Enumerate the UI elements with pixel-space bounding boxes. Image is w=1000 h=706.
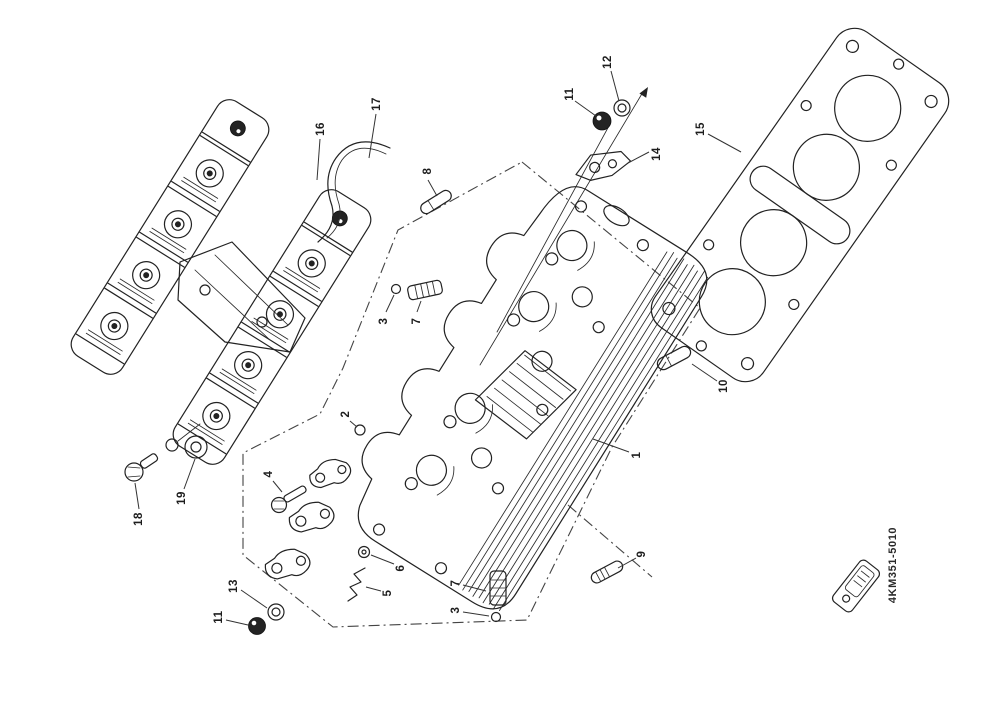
o-ring-3-bottom [490, 611, 502, 623]
part-label-3-bottom: 3 [450, 606, 462, 614]
leader-line-9 [617, 557, 637, 569]
part-label-7-bottom: 7 [450, 579, 462, 587]
rocker-arms [264, 458, 352, 580]
part-label-10: 10 [718, 379, 730, 393]
leader-line-6 [370, 554, 395, 565]
leader-line-18 [134, 482, 140, 510]
part-label-1: 1 [631, 451, 643, 459]
bolt-4 [270, 485, 307, 514]
leader-lines [134, 70, 742, 626]
camshaft-assembly-illustration [70, 99, 391, 465]
leader-line-15 [707, 133, 742, 153]
part-label-19: 19 [176, 491, 188, 505]
head-gasket-illustration [650, 27, 950, 383]
leader-line-2 [349, 420, 358, 428]
part-label-7-top: 7 [411, 317, 423, 325]
chain-guide-strip [317, 141, 391, 243]
leader-line-11-top [574, 100, 597, 117]
leader-line-19 [183, 458, 196, 490]
cooling-fins [458, 251, 709, 612]
o-ring-3-top [390, 283, 402, 295]
leader-line-16 [316, 138, 321, 181]
cam-chain-tunnel [474, 350, 577, 440]
gasket-bolt-holes [662, 39, 938, 371]
leader-line-14 [627, 151, 650, 164]
fiche-part-code: 4KM351-5010 [887, 526, 899, 604]
dowel-pin-10 [656, 345, 692, 371]
valve-detail [165, 423, 201, 452]
part-label-18: 18 [133, 512, 145, 526]
cap-nut-11-top [592, 111, 612, 131]
part-label-9: 9 [636, 550, 648, 558]
part-label-3-top: 3 [378, 317, 390, 325]
part-label-6: 6 [395, 564, 407, 572]
leader-line-4 [272, 480, 283, 493]
center-bracket [177, 241, 306, 353]
part-label-5: 5 [382, 589, 394, 597]
leader-line-13 [240, 589, 268, 609]
leader-line-12 [610, 70, 620, 102]
bolt-18 [124, 453, 159, 482]
exhaust-port [603, 204, 630, 227]
part-label-11-bottom: 11 [213, 610, 225, 624]
part-label-15: 15 [695, 122, 707, 136]
leader-line-8 [427, 179, 438, 197]
part-label-13: 13 [228, 579, 240, 593]
leader-line-7-top [416, 300, 422, 313]
part-label-11-top: 11 [564, 87, 576, 101]
part-label-14: 14 [651, 147, 663, 161]
leader-line-7-bottom [462, 584, 487, 592]
dowel-pin-8 [420, 189, 452, 215]
cap-nut-11-bottom [248, 617, 266, 635]
part-label-2: 2 [340, 410, 352, 418]
washer-13 [267, 603, 285, 621]
washer-19 [184, 435, 208, 459]
leader-line-1 [592, 438, 630, 453]
part-label-17: 17 [371, 97, 383, 111]
leader-line-10 [691, 363, 718, 382]
leader-line-3-top [385, 294, 395, 313]
valve-guide-7-top [407, 279, 443, 301]
cylinder-head-illustration [357, 186, 709, 612]
spring-clip-5 [347, 567, 366, 602]
stud-bosses [372, 200, 649, 575]
manufacturer-emblem [831, 559, 881, 613]
detail-boundary-outline [242, 161, 701, 628]
part-label-16: 16 [315, 122, 327, 136]
valve-pockets [404, 229, 595, 496]
fitting-14 [575, 150, 632, 181]
part-label-4: 4 [263, 470, 275, 478]
leader-line-11-bottom [225, 619, 249, 626]
part-label-8: 8 [422, 167, 434, 175]
leader-line-3-bottom [462, 611, 490, 617]
stud-axis-line [567, 504, 653, 578]
leader-line-5 [365, 586, 382, 592]
part-label-12: 12 [602, 55, 614, 69]
leader-line-17 [368, 113, 377, 159]
valve-guide-7-bottom [489, 570, 507, 606]
washer-12 [613, 99, 631, 117]
dowel-2 [354, 424, 366, 436]
stud-bolt-9 [590, 560, 624, 584]
valve-keeper-6 [357, 545, 371, 559]
